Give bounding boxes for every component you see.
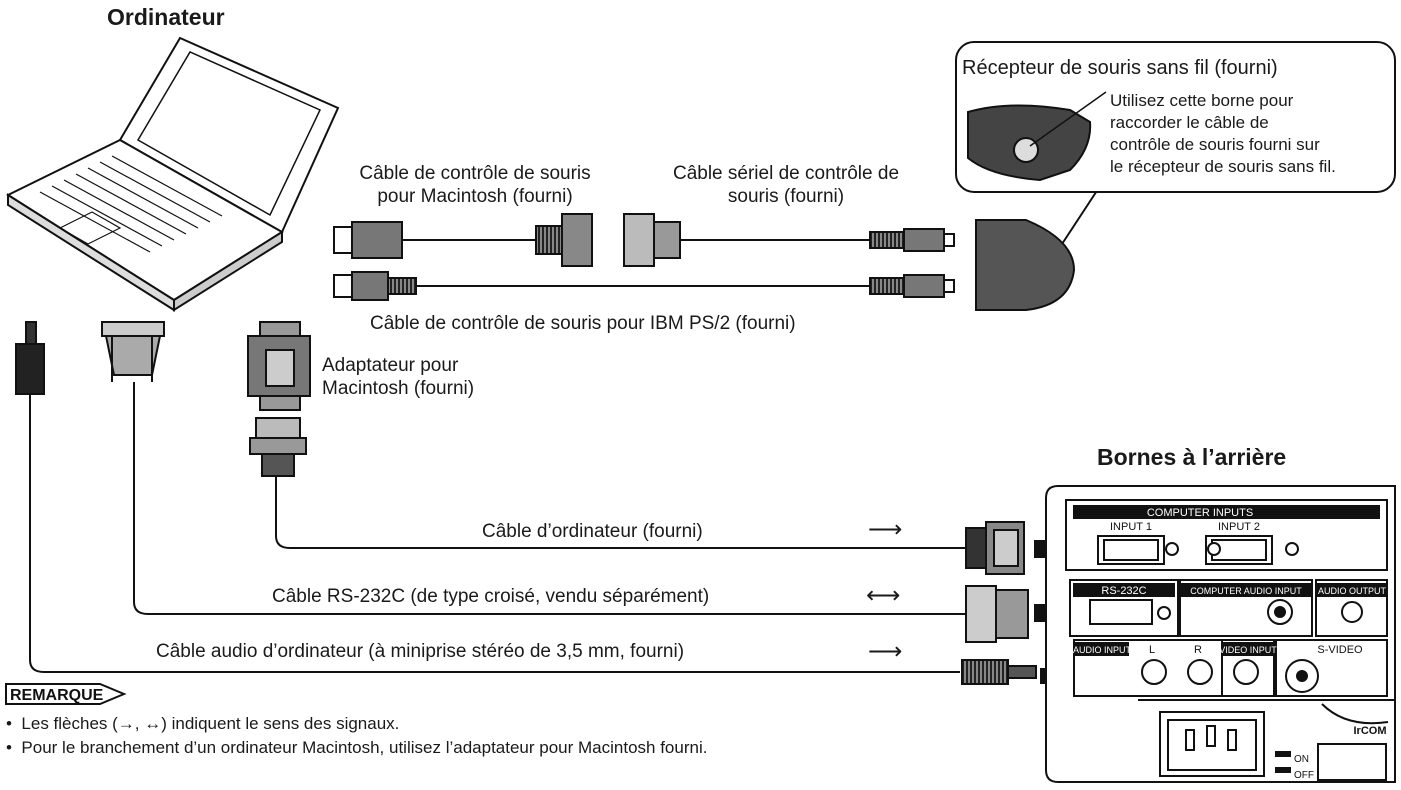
computer-cable-plug: [965, 521, 1025, 575]
audio-cable-line: [29, 394, 960, 673]
vga-connector-left: [249, 417, 307, 477]
note-list: • Les flèches (→, ↔) indiquent le sens d…: [6, 712, 707, 760]
panel-on: ON: [1294, 754, 1309, 765]
serial-mouse-cable-illustration: [623, 213, 955, 267]
note-title: REMARQUE: [10, 687, 104, 704]
note-item: • Les flèches (→, ↔) indiquent le sens d…: [6, 714, 400, 733]
rear-terminals-label: Bornes à l’arrière: [1097, 444, 1287, 470]
panel-r: R: [1194, 644, 1202, 656]
rs232-cable-line: [133, 382, 970, 615]
cables: [29, 382, 970, 673]
mac-adapter-label: Adaptateur pour Macintosh (fourni): [322, 355, 475, 399]
audio-cable-label: Câble audio d’ordinateur (à miniprise st…: [156, 641, 685, 662]
panel-video-input: VIDEO INPUT: [1219, 645, 1277, 655]
mac-adapter-illustration: [247, 321, 311, 411]
audio-plug-left: [15, 321, 45, 395]
serial-mouse-cable-label: Câble sériel de contrôle de souris (four…: [672, 163, 900, 207]
panel-audio-input: AUDIO INPUT: [1073, 645, 1132, 655]
panel-audio-output: AUDIO OUTPUT: [1318, 586, 1387, 596]
wireless-receiver-illustration: [975, 179, 1105, 311]
panel-labels: COMPUTER INPUTS INPUT 1 INPUT 2 RS-232C …: [1073, 507, 1387, 781]
rs232-cable-plug: [965, 585, 1029, 643]
rear-panel: [1045, 485, 1396, 783]
panel-s-video: S-VIDEO: [1317, 644, 1363, 656]
computer-cable-label: Câble d’ordinateur (fourni): [482, 521, 703, 542]
rs232-cable-arrow: ⟷: [866, 582, 901, 609]
rs232-cable-label: Câble RS-232C (de type croisé, vendu sép…: [272, 586, 710, 607]
note-item: • Pour le branchement d’un ordinateur Ma…: [6, 738, 708, 757]
audio-cable-plug: [961, 659, 1037, 685]
panel-off: OFF: [1294, 770, 1314, 781]
ps2-mouse-cable-label: Câble de contrôle de souris pour IBM PS/…: [370, 313, 796, 334]
laptop-illustration: [5, 36, 340, 312]
mac-mouse-cable-illustration: [333, 213, 593, 267]
receiver-box-title: Récepteur de souris sans fil (fourni): [962, 57, 1278, 79]
panel-l: L: [1149, 644, 1155, 656]
mac-mouse-cable-label: Câble de contrôle de souris pour Macinto…: [359, 163, 591, 207]
ps2-mouse-cable-illustration: [333, 271, 955, 301]
panel-computer-audio-input: COMPUTER AUDIO INPUT: [1190, 586, 1302, 596]
computer-label: Ordinateur: [107, 4, 225, 30]
panel-ircom: IrCOM: [1354, 725, 1387, 737]
panel-input2: INPUT 2: [1218, 521, 1260, 533]
note-tag: REMARQUE: [5, 683, 127, 705]
audio-cable-arrow: ⟶: [868, 638, 903, 665]
panel-rs232c: RS-232C: [1101, 585, 1146, 597]
panel-input1: INPUT 1: [1110, 521, 1152, 533]
receiver-callout-box: [955, 41, 1396, 193]
rs232-connector-left: [101, 321, 165, 382]
computer-cable-line: [275, 476, 968, 549]
receiver-box-note: Utilisez cette borne pour raccorder le c…: [1110, 91, 1336, 176]
computer-cable-arrow: ⟶: [868, 516, 903, 543]
panel-computer-inputs: COMPUTER INPUTS: [1147, 507, 1253, 519]
